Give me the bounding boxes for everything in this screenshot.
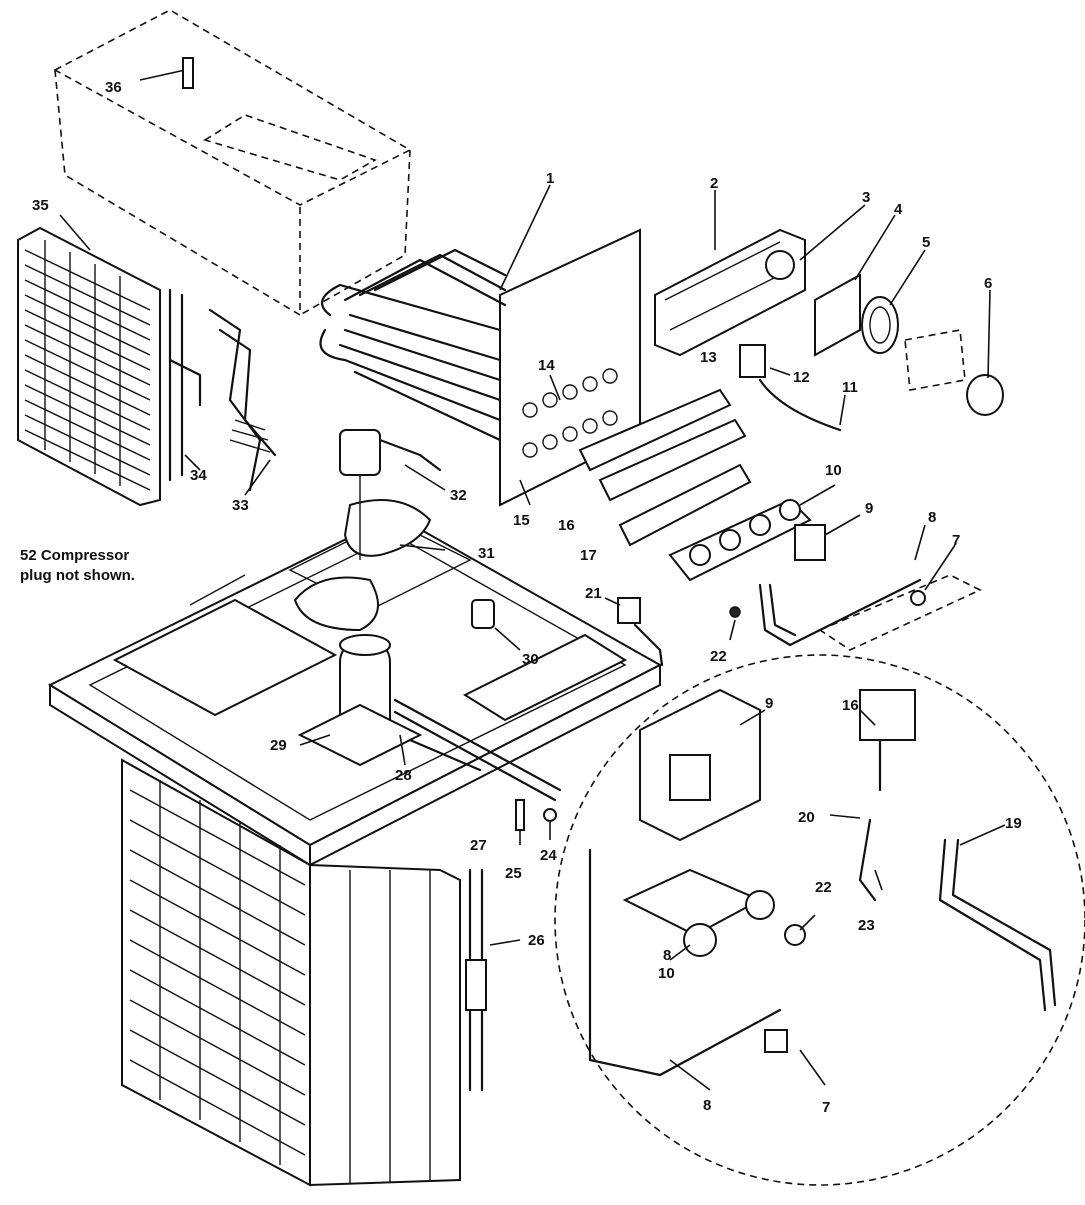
fan-motor <box>293 429 446 632</box>
gas-pipe <box>758 524 982 651</box>
callout-14: 14 <box>538 357 555 374</box>
detail-callout-20: 20 <box>798 809 815 826</box>
capacitor <box>471 599 521 651</box>
callout-26: 26 <box>528 932 545 949</box>
condenser-coil-wrap <box>121 758 461 1187</box>
callout-4: 4 <box>894 201 903 218</box>
callout-15: 15 <box>513 512 530 529</box>
detail-callout-16: 16 <box>842 697 859 714</box>
callout-27: 27 <box>470 837 487 854</box>
callout-21: 21 <box>585 585 602 602</box>
callout-12: 12 <box>793 369 810 386</box>
callout-labels: 1 2 3 4 5 6 7 8 9 10 11 12 13 14 15 16 1… <box>32 79 1022 1116</box>
refrigerant-tubing <box>393 698 562 845</box>
detail-callout-19: 19 <box>1005 815 1022 832</box>
callout-3: 3 <box>862 189 870 206</box>
callout-36: 36 <box>105 79 122 96</box>
callout-34: 34 <box>190 467 207 484</box>
note-line-2: plug not shown. <box>20 567 135 584</box>
compressor-plug-note: 52 Compressor plug not shown. <box>20 546 135 586</box>
detail-callout-10: 10 <box>658 965 675 982</box>
callout-33: 33 <box>232 497 249 514</box>
callout-16: 16 <box>558 517 575 534</box>
callout-28: 28 <box>395 767 412 784</box>
callout-35: 35 <box>32 197 49 214</box>
callout-11: 11 <box>842 379 858 396</box>
callout-5: 5 <box>922 234 930 251</box>
callout-13: 13 <box>700 349 717 366</box>
detail-callout-7: 7 <box>822 1099 830 1116</box>
callout-6: 6 <box>984 275 992 292</box>
top-cover-panel <box>53 9 412 317</box>
service-tube <box>465 868 521 1092</box>
gas-manifold <box>668 484 861 582</box>
callout-30: 30 <box>522 651 539 668</box>
callout-22: 22 <box>710 648 727 665</box>
callout-2: 2 <box>710 175 718 192</box>
callout-17: 17 <box>580 547 597 564</box>
detail-callout-8: 8 <box>663 947 671 964</box>
condenser-coil-side <box>17 214 161 507</box>
callout-29: 29 <box>270 737 287 754</box>
detail-callout-23: 23 <box>858 917 875 934</box>
detail-callout-22: 22 <box>815 879 832 896</box>
callout-25: 25 <box>505 865 522 882</box>
callout-24: 24 <box>540 847 557 864</box>
detail-callout-9: 9 <box>765 695 773 712</box>
wiring-harness <box>208 308 277 496</box>
note-line-1: 52 Compressor <box>20 547 130 564</box>
callout-9: 9 <box>865 500 873 517</box>
callout-8: 8 <box>928 509 936 526</box>
callout-1: 1 <box>546 170 554 187</box>
burner-assembly <box>519 368 752 547</box>
coil-tube <box>168 288 202 482</box>
callout-31: 31 <box>478 545 495 562</box>
compressor <box>297 634 423 767</box>
inducer-motor <box>814 214 1004 416</box>
callout-32: 32 <box>450 487 467 504</box>
limit-switch-and-orifice <box>604 597 741 667</box>
detail-inset <box>554 654 1085 1186</box>
callout-7: 7 <box>952 532 960 549</box>
blower-housing <box>654 190 866 357</box>
heat-exchanger <box>319 184 641 507</box>
detail-callout-8b: 8 <box>703 1097 711 1114</box>
callout-10: 10 <box>825 462 842 479</box>
pressure-switch <box>739 344 846 432</box>
